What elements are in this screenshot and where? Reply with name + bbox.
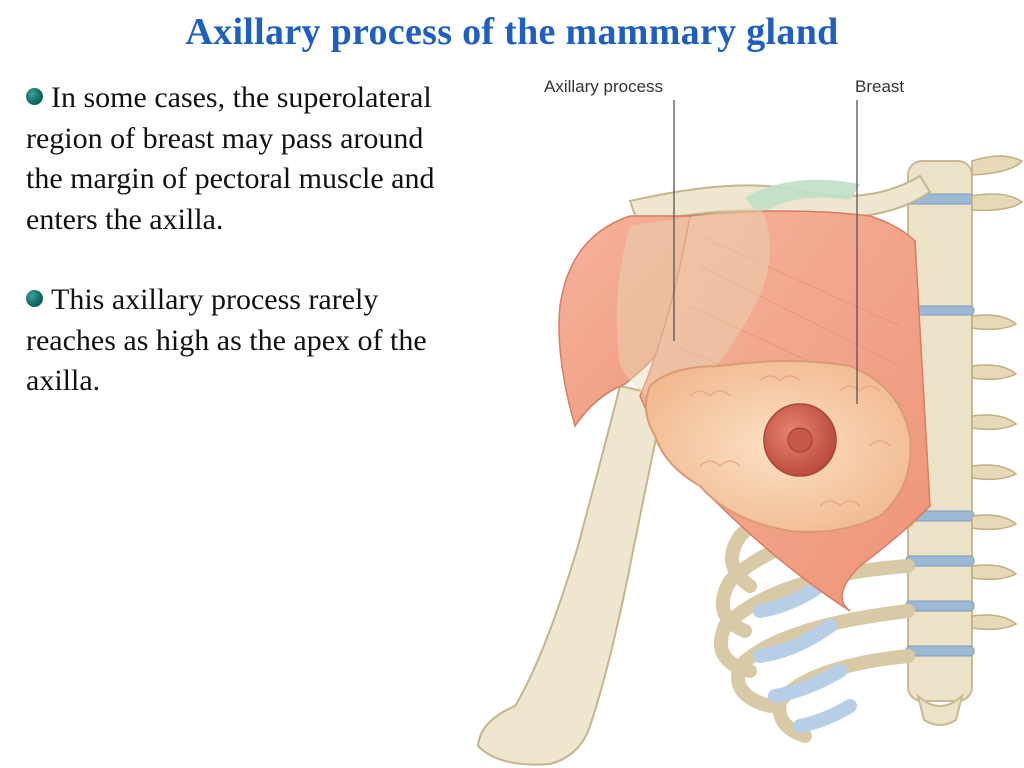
bullet-item: This axillary process rarely reaches as …	[26, 280, 456, 402]
breast-lobules	[689, 375, 891, 507]
anatomy-svg: Axillary process Breast	[476, 77, 1024, 766]
breast-label: Breast	[855, 77, 904, 96]
bullet-item: In some cases, the superolateral region …	[26, 78, 456, 240]
axillary-fascia	[616, 206, 770, 402]
spine	[905, 155, 1024, 726]
bullet-list: In some cases, the superolateral region …	[26, 78, 456, 442]
costal-cartilage	[753, 579, 857, 733]
nipple	[787, 427, 813, 453]
humerus	[476, 384, 667, 766]
anatomy-illustration: Axillary process Breast	[460, 66, 1024, 768]
axillary-process-label: Axillary process	[544, 77, 663, 96]
fascia-strip	[745, 179, 860, 216]
bullet-text: This axillary process rarely reaches as …	[26, 283, 427, 397]
bullet-dot-icon	[26, 88, 43, 105]
bullet-text: In some cases, the superolateral region …	[26, 81, 435, 236]
slide-title: Axillary process of the mammary gland	[185, 11, 839, 53]
bullet-dot-icon	[26, 290, 43, 307]
